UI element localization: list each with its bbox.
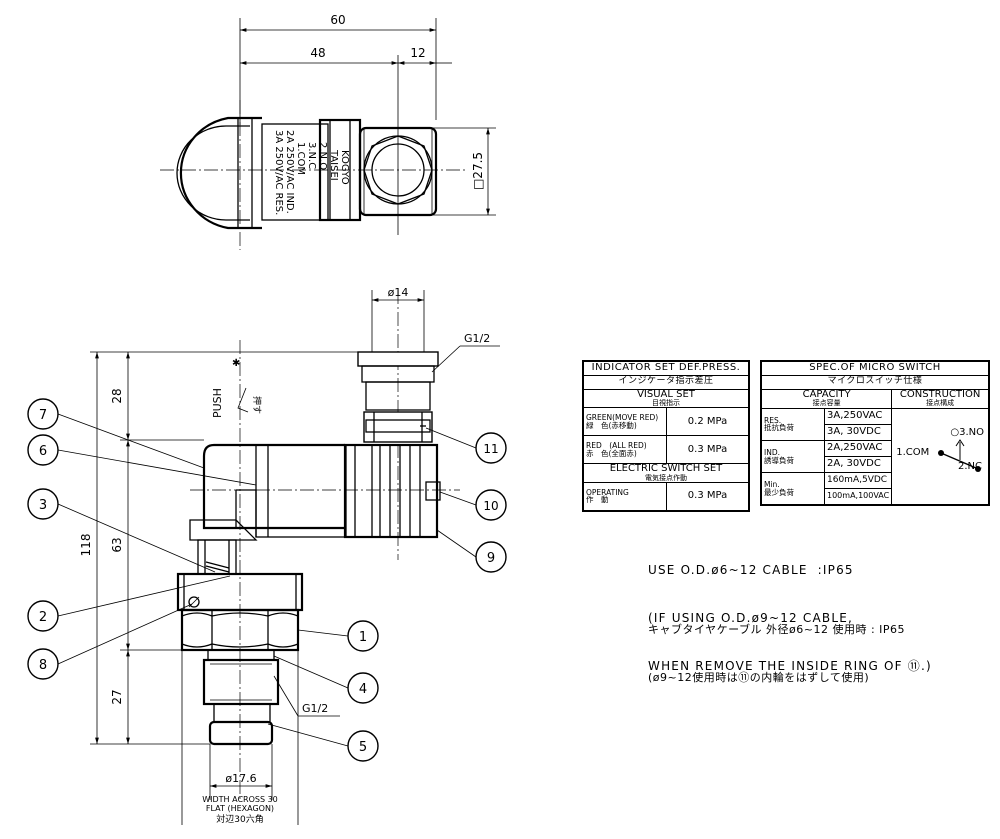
dim-overall-width: 60: [330, 13, 345, 27]
construction-diagram: ○3.NO 1.COM 2.NC: [891, 407, 990, 506]
switch-com-label: 1.COM: [896, 447, 930, 459]
switch-ind-value-1: 2A,250VAC: [823, 439, 893, 458]
note-jp-line-2: (ø9~12使用時は⑪の内輪をはずして使用): [648, 671, 870, 684]
note-jp-line-1: キャブタイヤケーブル 外径ø6~12 使用時 : IP65: [648, 623, 906, 636]
callouts: 7 6 3 2 8 11 10 9 1 4: [27, 398, 507, 762]
switch-min-value-2: 100mA,100VAC: [823, 488, 893, 506]
callout-4: [347, 672, 379, 704]
indicator-row-green: GREEN(MOVE RED) 緑 色(赤移動): [582, 407, 667, 437]
construction-header: CONSTRUCTION 接点構成: [891, 388, 990, 409]
switch-row-min: Min. 最少負荷: [760, 472, 825, 506]
callout-5-label: 5: [359, 740, 367, 755]
callout-6: [27, 434, 59, 466]
callout-2: [27, 600, 59, 632]
indicator-row-red: RED (ALL RED) 赤 色(全面赤): [582, 435, 667, 465]
push-label-jp: 押す: [251, 396, 263, 414]
callout-6-label: 6: [39, 444, 47, 459]
note-en-line-3: WHEN REMOVE THE INSIDE RING OF ⑪.): [648, 659, 932, 673]
push-label: PUSH: [211, 388, 224, 418]
callout-3-label: 3: [39, 498, 47, 513]
callout-11: [475, 432, 507, 464]
dim-square-size: □27.5: [471, 152, 485, 190]
callout-8: [27, 648, 59, 680]
cable-notes-jp: キャブタイヤケーブル 外径ø6~12 使用時 : IP65 (ø9~12使用時は…: [648, 590, 905, 702]
dim-top-thread: G1/2: [464, 332, 490, 345]
push-mark: ✱: [232, 358, 240, 369]
dim-height-mid: 63: [110, 537, 124, 552]
switch-nc-label: 2.NC: [957, 461, 982, 473]
dim-stem-diameter: ø17.6: [225, 772, 256, 785]
svg-text:2A 250V/AC IND.: 2A 250V/AC IND.: [284, 130, 295, 214]
capacity-label-jp: 接点容量: [812, 399, 841, 408]
switch-marking: 3A 250V/AC RES. 2A 250V/AC IND. 1.COM 3.…: [273, 130, 350, 215]
dim-hex-label-jp: 対辺30六角: [216, 813, 263, 825]
callout-2-label: 2: [39, 610, 47, 625]
push-indicator: ✱ PUSH 押す: [211, 358, 263, 418]
indicator-set-table: INDICATOR SET DEF.PRESS. インジケータ指示差圧 VISU…: [582, 360, 750, 512]
callout-9: [475, 541, 507, 573]
dim-height-bottom: 27: [110, 689, 124, 704]
switch-res-value-1: 3A,250VAC: [823, 407, 893, 425]
capacity-label: CAPACITY: [802, 388, 851, 400]
dim-hex-label-2: FLAT (HEXAGON): [206, 804, 274, 813]
micro-switch-table: SPEC.OF MICRO SWITCH マイクロスイッチ仕様 CAPACITY…: [760, 360, 990, 506]
dim-bottom-thread: G1/2: [302, 702, 328, 715]
callout-3: [27, 488, 59, 520]
callout-7: [27, 398, 59, 430]
switch-no-label: ○3.NO: [950, 427, 984, 439]
switch-title: SPEC.OF MICRO SWITCH: [760, 360, 990, 376]
svg-text:2.N.O: 2.N.O: [317, 142, 328, 170]
callout-10: [475, 489, 507, 521]
visual-set-label-jp: 目視指示: [652, 399, 680, 407]
callout-1: [347, 620, 379, 652]
switch-ind-value-2: 2A, 30VDC: [823, 456, 893, 474]
note-en-line-1: USE O.D.ø6~12 CABLE :IP65: [648, 563, 854, 577]
dim-hex-label-1: WIDTH ACROSS 30: [202, 795, 278, 804]
callout-8-label: 8: [39, 658, 47, 673]
visual-set-label: VISUAL SET: [637, 388, 695, 400]
operating-value: 0.3 MPa: [666, 482, 750, 512]
callout-4-label: 4: [359, 682, 367, 697]
indicator-row-green-value: 0.2 MPa: [666, 407, 750, 437]
switch-contact-symbol: [938, 439, 982, 473]
front-view: ø14 G1/2: [79, 286, 500, 825]
visual-set-header: VISUAL SET 目視指示: [582, 388, 750, 409]
dim-cable-bore: ø14: [388, 286, 409, 299]
indicator-row-red-value: 0.3 MPa: [666, 435, 750, 465]
top-view: 60 48 12 □27.5 3A 250V/AC RES. 2A 250V/A…: [160, 13, 496, 250]
indicator-title: INDICATOR SET DEF.PRESS.: [582, 360, 750, 376]
operating-row: OPERATING 作 動: [582, 482, 667, 512]
capacity-header: CAPACITY 接点容量: [760, 388, 893, 409]
construction-label-jp: 接点構成: [926, 399, 955, 408]
svg-text:3.N.C: 3.N.C: [306, 142, 317, 169]
electric-set-header: ELECTRIC SWITCH SET 電気接点作動: [582, 463, 750, 484]
cable-notes-en: USE O.D.ø6~12 CABLE :IP65 (IF USING O.D.…: [648, 530, 932, 690]
note-en-line-2: (IF USING O.D.ø9~12 CABLE,: [648, 611, 854, 625]
callout-1-label: 1: [359, 630, 367, 645]
switch-res-value-2: 3A, 30VDC: [823, 423, 893, 441]
indicator-title-jp: インジケータ指示差圧: [582, 374, 750, 390]
construction-label: CONSTRUCTION: [899, 388, 981, 400]
electric-set-label-jp: 電気接点作動: [645, 473, 687, 482]
switch-min-value-1: 160mA,5VDC: [823, 472, 893, 490]
callout-11-label: 11: [483, 442, 498, 456]
switch-row-ind: IND. 誘導負荷: [760, 439, 825, 474]
dim-height-total: 118: [79, 534, 93, 557]
svg-text:TAISEI: TAISEI: [328, 149, 339, 181]
callout-5: [347, 730, 379, 762]
switch-title-jp: マイクロスイッチ仕様: [760, 374, 990, 390]
svg-text:3A 250V/AC RES.: 3A 250V/AC RES.: [273, 130, 284, 215]
electric-set-label: ELECTRIC SWITCH SET: [609, 463, 723, 475]
dim-body-width: 48: [310, 46, 325, 60]
callout-10-label: 10: [483, 499, 498, 513]
callout-9-label: 9: [487, 551, 495, 566]
svg-text:KOGYO: KOGYO: [339, 150, 350, 185]
dim-nut-width: 12: [410, 46, 425, 60]
callout-7-label: 7: [39, 408, 47, 423]
svg-text:1.COM: 1.COM: [295, 142, 306, 175]
switch-row-res: RES. 抵抗負荷: [760, 407, 825, 441]
dim-height-top: 28: [110, 388, 124, 403]
